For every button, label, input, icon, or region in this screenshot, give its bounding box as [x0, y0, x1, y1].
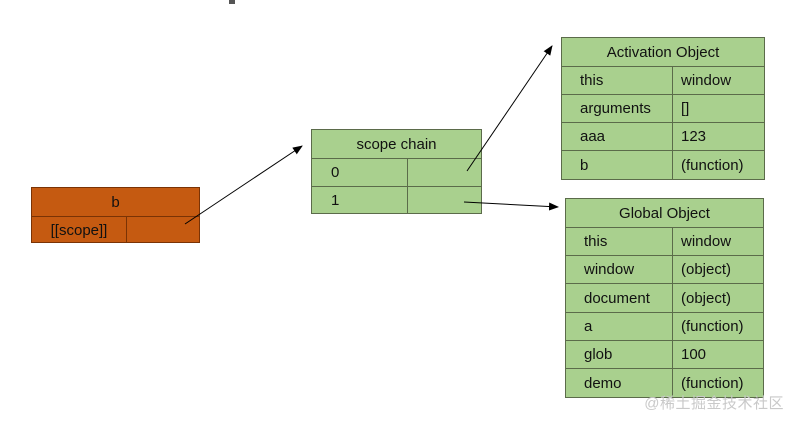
- arrow-index1-to-global-object: [463, 201, 559, 211]
- go-key-a: a: [584, 318, 593, 335]
- activation-object-title: Activation Object: [606, 43, 720, 61]
- go-value-document: (object): [672, 284, 763, 312]
- go-key-window: window: [584, 261, 635, 278]
- scope-chain-index-0: 0: [331, 164, 340, 181]
- activation-object-table: Activation Object this window arguments …: [561, 37, 765, 180]
- scope-chain-slot-1: [407, 187, 481, 213]
- arrow-b-to-scope-chain: [184, 145, 303, 225]
- scope-property-value: [126, 217, 199, 243]
- go-value-this: window: [672, 228, 763, 255]
- ao-key-b: b: [580, 156, 589, 174]
- top-edge-fragment: [229, 0, 235, 4]
- scope-chain-table: scope chain 0 1: [311, 129, 482, 214]
- global-object-table: Global Object this window window (object…: [565, 198, 764, 398]
- ao-value-this: window: [672, 67, 764, 94]
- go-value-glob: 100: [672, 341, 763, 368]
- arrow-index0-to-activation-object: [466, 45, 553, 172]
- scope-chain-title: scope chain: [356, 135, 437, 153]
- scope-chain-index-1: 1: [331, 191, 340, 209]
- ao-value-aaa: 123: [672, 123, 764, 150]
- scope-chain-slot-0: [407, 159, 481, 186]
- ao-value-b: (function): [672, 151, 764, 179]
- ao-key-aaa: aaa: [580, 128, 606, 145]
- ao-value-arguments: []: [672, 95, 764, 122]
- go-key-demo: demo: [584, 374, 622, 392]
- go-value-demo: (function): [672, 369, 763, 397]
- b-box-title: b: [111, 193, 120, 211]
- go-key-document: document: [584, 289, 650, 307]
- go-key-glob: glob: [584, 346, 613, 363]
- global-object-title: Global Object: [619, 204, 710, 222]
- go-key-this: this: [584, 233, 608, 250]
- watermark-text: @稀土掘金技术社区: [644, 395, 784, 412]
- ao-key-arguments: arguments: [580, 100, 651, 117]
- ao-key-this: this: [580, 72, 604, 89]
- go-value-window: (object): [672, 256, 763, 283]
- go-value-a: (function): [672, 313, 763, 340]
- b-scope-box: b [[scope]]: [31, 187, 200, 243]
- scope-property-label: [[scope]]: [50, 221, 108, 239]
